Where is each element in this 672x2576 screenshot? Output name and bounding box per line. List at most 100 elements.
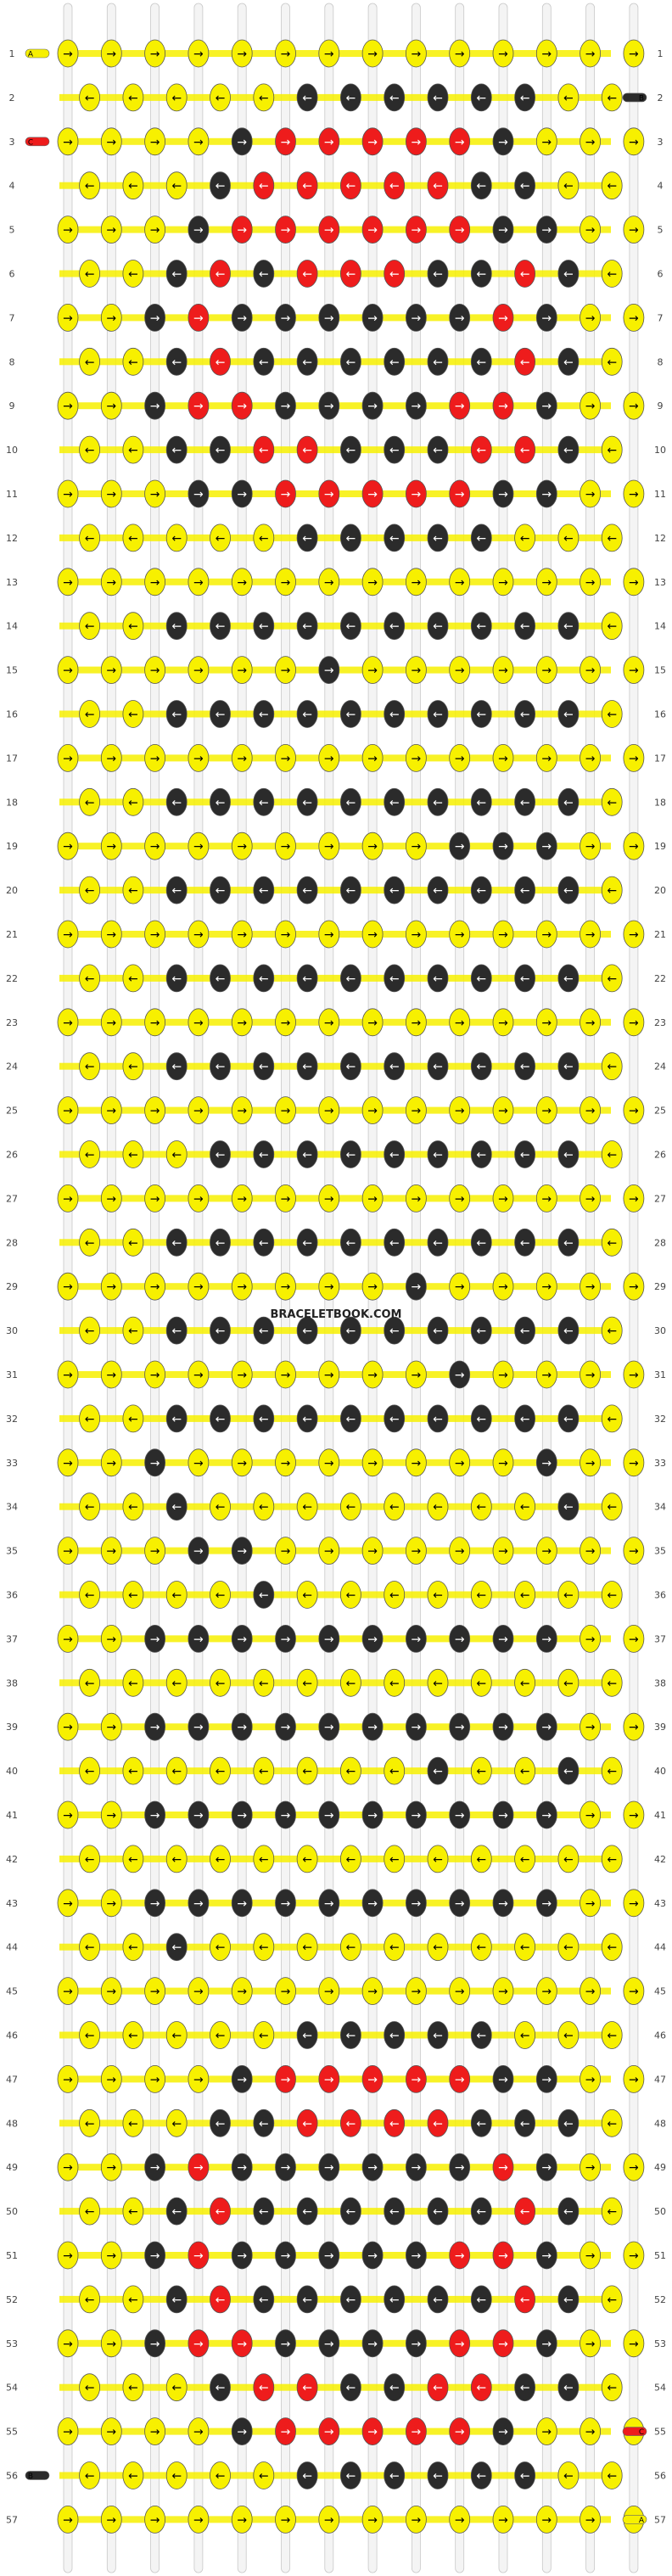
knot-arrow-icon: ← xyxy=(346,1677,356,1690)
knot: ← xyxy=(79,2021,100,2049)
knot-arrow-icon: ← xyxy=(216,1061,226,1074)
knot: → xyxy=(100,2241,122,2270)
knot: ← xyxy=(165,1052,188,1081)
knot-arrow-icon: ← xyxy=(476,1765,486,1778)
knot: → xyxy=(188,39,210,68)
knot-arrow-icon: ← xyxy=(520,1324,530,1338)
knot-arrow-icon: → xyxy=(585,400,596,413)
knot-arrow-icon: → xyxy=(193,224,204,238)
knot: ← xyxy=(557,1228,580,1257)
knot: → xyxy=(535,2241,557,2270)
row-band xyxy=(59,2031,611,2039)
knot-arrow-icon: → xyxy=(324,752,334,765)
knot-arrow-icon: ← xyxy=(302,1941,312,1955)
knot: → xyxy=(100,2329,122,2358)
knot-arrow-icon: ← xyxy=(171,884,182,898)
knot: → xyxy=(492,2153,514,2181)
row-number-left: 49 xyxy=(6,2162,18,2173)
knot-arrow-icon: → xyxy=(629,664,639,678)
knot-arrow-icon: → xyxy=(63,1545,73,1559)
knot-arrow-icon: → xyxy=(498,1632,508,1646)
knot: ← xyxy=(122,1316,144,1345)
knot-arrow-icon: → xyxy=(541,1897,552,1911)
knot-arrow-icon: ← xyxy=(216,708,226,722)
knot: ← xyxy=(427,1228,449,1257)
knot: ← xyxy=(210,524,231,552)
knot-arrow-icon: ← xyxy=(302,1149,312,1162)
knot-arrow-icon: → xyxy=(498,752,508,765)
knot: → xyxy=(492,39,514,68)
knot-arrow-icon: → xyxy=(367,1721,378,1734)
knot-arrow-icon: ← xyxy=(607,92,617,105)
knot-arrow-icon: ← xyxy=(128,356,138,369)
knot-arrow-icon: ← xyxy=(302,2382,312,2395)
knot: ← xyxy=(557,2461,580,2489)
knot: → xyxy=(361,920,384,949)
knot-arrow-icon: → xyxy=(585,2338,596,2351)
knot: ← xyxy=(165,2373,188,2402)
knot: ← xyxy=(79,612,100,641)
knot: ← xyxy=(339,1228,361,1257)
knot-arrow-icon: ← xyxy=(346,1941,356,1955)
knot-arrow-icon: ← xyxy=(171,2470,182,2484)
row-band xyxy=(59,1327,611,1335)
knot: ← xyxy=(122,260,144,288)
knot: → xyxy=(57,1977,79,2006)
knot-arrow-icon: ← xyxy=(433,2293,443,2307)
knot: ← xyxy=(210,347,231,376)
knot: → xyxy=(405,1096,427,1124)
knot: ← xyxy=(296,1756,318,1785)
row-band xyxy=(59,710,611,718)
knot: ← xyxy=(514,1756,535,1785)
knot: ← xyxy=(601,260,623,288)
row-number-right: 14 xyxy=(654,621,666,632)
knot-arrow-icon: ← xyxy=(520,1413,530,1426)
knot-arrow-icon: ← xyxy=(216,796,226,809)
knot-arrow-icon: → xyxy=(281,1016,291,1030)
row-number-left: 4 xyxy=(9,181,15,192)
knot: → xyxy=(623,1360,645,1389)
knot: ← xyxy=(601,171,623,200)
knot-arrow-icon: ← xyxy=(171,1589,182,1603)
knot: → xyxy=(361,1537,384,1565)
knot-arrow-icon: → xyxy=(237,488,247,501)
row-number-right: 4 xyxy=(658,181,664,192)
knot: → xyxy=(275,391,296,420)
row-number-left: 14 xyxy=(6,621,18,632)
knot-arrow-icon: ← xyxy=(476,1501,486,1515)
knot: ← xyxy=(427,612,449,641)
knot: → xyxy=(144,2329,166,2358)
knot: → xyxy=(535,1625,557,1653)
knot-arrow-icon: → xyxy=(193,311,204,325)
knot: → xyxy=(275,2064,296,2093)
row-number-right: 3 xyxy=(658,137,664,148)
knot-arrow-icon: ← xyxy=(216,2030,226,2043)
knot: ← xyxy=(384,1228,406,1257)
knot: ← xyxy=(470,700,492,728)
knot-arrow-icon: → xyxy=(629,2338,639,2351)
knot: → xyxy=(318,1712,340,1741)
knot: → xyxy=(361,656,384,684)
knot-arrow-icon: → xyxy=(193,2513,204,2527)
row-number-right: 40 xyxy=(654,1766,666,1777)
knot: → xyxy=(492,1537,514,1565)
knot-arrow-icon: → xyxy=(412,400,422,413)
knot-arrow-icon: → xyxy=(541,1632,552,1646)
knot-arrow-icon: → xyxy=(324,1105,334,1118)
knot: ← xyxy=(470,2197,492,2226)
knot: ← xyxy=(514,964,535,993)
row-band xyxy=(59,1855,611,1862)
knot: → xyxy=(188,568,210,596)
knot: ← xyxy=(601,2285,623,2314)
knot-arrow-icon: → xyxy=(541,576,552,590)
knot-arrow-icon: → xyxy=(63,1721,73,1734)
knot-arrow-icon: → xyxy=(541,664,552,678)
knot-arrow-icon: ← xyxy=(563,2030,574,2043)
knot-arrow-icon: → xyxy=(585,1369,596,1382)
knot-arrow-icon: → xyxy=(498,2513,508,2527)
knot-arrow-icon: → xyxy=(455,400,465,413)
knot: ← xyxy=(296,1052,318,1081)
knot-arrow-icon: ← xyxy=(259,708,269,722)
knot: → xyxy=(492,1800,514,1829)
knot: ← xyxy=(79,260,100,288)
